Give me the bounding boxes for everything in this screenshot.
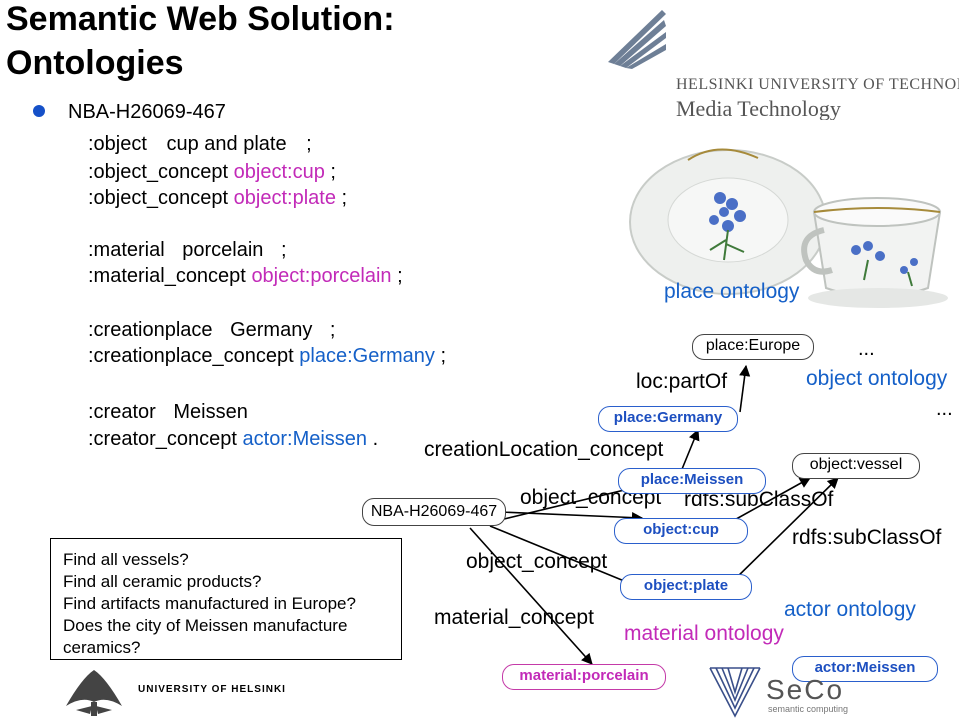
node-place-meissen: place:Meissen xyxy=(618,468,766,494)
record-object-concept-1: :object_concept object:cup ; xyxy=(88,160,336,184)
property-label: :material xyxy=(88,239,165,261)
node-object-vessel: object:vessel xyxy=(792,453,920,479)
node-place-europe: place:Europe xyxy=(692,334,814,360)
property-label: :creationplace xyxy=(88,319,213,341)
question: Find artifacts manufactured in Europe? xyxy=(63,594,356,613)
seco-logo-subtext: semantic computing xyxy=(768,704,849,714)
material-ontology-label: material ontology xyxy=(624,622,784,645)
relation-subclass-2: rdfs:subClassOf xyxy=(792,526,942,549)
edge-object-concept-plate xyxy=(489,525,636,587)
property-value: Meissen xyxy=(173,401,248,423)
seco-logo-text: SeCo xyxy=(766,674,845,705)
question: Find all vessels? xyxy=(63,550,189,569)
ellipsis-2: ... xyxy=(936,398,953,420)
record-object-line: :object cup and plate ; xyxy=(88,132,312,156)
question: ceramics? xyxy=(63,638,141,657)
separator: . xyxy=(372,428,379,450)
property-value: Germany xyxy=(230,319,313,341)
edge-meissen-germany xyxy=(679,428,700,475)
place-ontology-label: place ontology xyxy=(664,280,800,303)
record-material-line: :material porcelain ; xyxy=(88,238,287,262)
property-label: :creator xyxy=(88,401,156,423)
bullet-icon xyxy=(33,105,45,117)
relation-part-of: loc:partOf xyxy=(636,370,728,393)
record-node: NBA-H26069-467 xyxy=(362,498,506,526)
separator: ; xyxy=(341,187,348,209)
property-label: :creationplace_concept xyxy=(88,345,294,367)
concept-value: object:porcelain xyxy=(251,265,392,287)
concept-value: object:plate xyxy=(233,187,336,209)
object-ontology-label: object ontology xyxy=(806,367,948,390)
property-label: :material_concept xyxy=(88,265,246,287)
slide-title-line1: Semantic Web Solution: xyxy=(6,0,395,38)
questions-box: Find all vessels? Find all ceramic produ… xyxy=(50,538,402,660)
property-label: :creator_concept xyxy=(88,428,237,450)
edge-plate-vessel xyxy=(729,477,839,585)
record-creator-line: :creator Meissen xyxy=(88,400,248,424)
property-label: :object_concept xyxy=(88,161,229,183)
record-creationplace-concept: :creationplace_concept place:Germany ; xyxy=(88,344,446,368)
concept-value: actor:Meissen xyxy=(242,428,368,450)
hut-department-name: Media Technology xyxy=(676,96,841,121)
ellipsis-1: ... xyxy=(858,338,875,360)
separator: ; xyxy=(329,319,336,341)
node-place-germany: place:Germany xyxy=(598,406,738,432)
edge-material-concept xyxy=(469,527,593,665)
relation-object-concept-2: object_concept xyxy=(466,550,608,573)
record-id: NBA-H26069-467 xyxy=(68,101,226,123)
question: Does the city of Meissen manufacture xyxy=(63,616,348,635)
property-label: :object_concept xyxy=(88,187,229,209)
property-value: porcelain xyxy=(182,239,264,261)
record-creator-concept: :creator_concept actor:Meissen . xyxy=(88,427,378,451)
hut-logo-icon xyxy=(608,10,666,69)
node-actor-meissen: actor:Meissen xyxy=(792,656,938,682)
record-creationplace-line: :creationplace Germany ; xyxy=(88,318,335,342)
relation-material-concept: material_concept xyxy=(434,606,594,629)
uh-logo-text: UNIVERSITY OF HELSINKI xyxy=(138,684,286,695)
record-material-concept: :material_concept object:porcelain ; xyxy=(88,264,403,288)
edge-germany-europe xyxy=(739,364,751,413)
edge-object-concept-cup xyxy=(499,511,644,524)
hut-university-name: HELSINKI UNIVERSITY OF TECHNOLOGY xyxy=(676,76,959,93)
node-object-cup: object:cup xyxy=(614,518,748,544)
cup-and-plate-image xyxy=(628,120,959,320)
node-object-plate: object:plate xyxy=(620,574,752,600)
node-material-porcelain: material:porcelain xyxy=(502,664,666,690)
concept-value: object:cup xyxy=(233,161,325,183)
concept-value: place:Germany xyxy=(299,345,435,367)
separator: ; xyxy=(440,345,447,367)
seco-logo-icon xyxy=(709,667,761,718)
separator: ; xyxy=(397,265,403,287)
slide-title-line2: Ontologies xyxy=(6,44,184,82)
property-label: :object xyxy=(88,133,147,155)
actor-ontology-label: actor ontology xyxy=(784,598,916,621)
uh-logo-icon xyxy=(66,670,122,716)
relation-creation-location: creationLocation_concept xyxy=(424,438,664,461)
separator: ; xyxy=(330,161,336,183)
separator: ; xyxy=(306,133,312,155)
question: Find all ceramic products? xyxy=(63,572,262,591)
record-object-concept-2: :object_concept object:plate ; xyxy=(88,186,347,210)
separator: ; xyxy=(281,239,287,261)
property-value: cup and plate xyxy=(166,133,287,155)
